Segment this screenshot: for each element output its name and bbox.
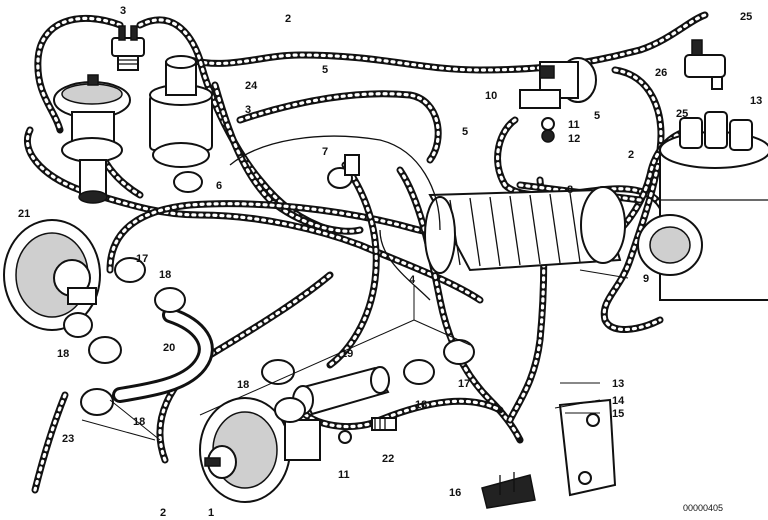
components [3,25,768,509]
callout-21: 21 [18,208,30,220]
callout-16: 16 [449,487,461,499]
callout-9: 9 [643,273,649,285]
callout-18-right: 18 [415,399,427,411]
leader-lines [81,269,629,441]
connector-7 [327,154,360,189]
check-valve-19 [292,366,390,416]
screw-22 [338,417,397,444]
filter-canister [149,55,213,193]
egr-valve [53,74,131,204]
callout-2-right: 2 [628,149,634,161]
callout-6: 6 [216,180,222,192]
hose-middle-s [326,161,380,369]
callout-18-mid: 18 [237,379,249,391]
callout-20: 20 [163,342,175,354]
callout-1: 1 [208,507,214,519]
callout-3-top: 3 [120,5,126,17]
valve-26 [684,39,726,90]
vacuum-unit-1 [199,397,321,503]
callout-18-top: 18 [159,269,171,281]
callout-5-mid: 5 [462,126,468,138]
callout-17-right: 17 [458,378,470,390]
distributor [637,111,768,301]
callout-4: 4 [409,274,416,286]
callout-2-bottom: 2 [160,507,166,519]
callout-15: 15 [612,408,624,420]
callout-3-mid: 3 [245,104,251,116]
callout-12: 12 [568,133,580,145]
callout-10: 10 [485,90,497,102]
temperature-switch [111,25,145,71]
callout-13-bottom: 13 [612,378,624,390]
callout-23: 23 [62,433,74,445]
engine-outline [229,135,441,301]
callout-5-top: 5 [322,64,328,76]
callout-22: 22 [382,453,394,465]
callout-11-bottom: 11 [338,469,350,481]
hose-network [24,11,709,494]
callout-18-bottom: 18 [133,416,145,428]
callout-5-right: 5 [594,110,600,122]
drawing-code: 00000405 [683,503,723,513]
callout-25-top: 25 [740,11,752,23]
callout-19: 19 [341,348,353,360]
callout-labels: 3 2 25 24 5 26 3 10 13 11 12 25 5 5 7 2 … [18,5,762,519]
valve-10 [519,57,597,143]
callout-26: 26 [655,67,667,79]
callout-11-top: 11 [568,119,580,131]
callout-14: 14 [612,395,625,407]
callout-18-left: 18 [57,348,69,360]
callout-25-mid: 25 [676,108,688,120]
callout-17-left: 17 [136,253,148,265]
hose-5-top [236,90,442,164]
callout-7: 7 [322,146,328,158]
hose-2-top [186,11,709,74]
callout-2-top: 2 [285,13,291,25]
callout-24: 24 [245,80,258,92]
air-intake-boot [424,186,626,274]
callout-13-top: 13 [750,95,762,107]
clamps [63,257,475,423]
vacuum-unit-21 [3,219,101,331]
callout-8: 8 [567,184,573,196]
